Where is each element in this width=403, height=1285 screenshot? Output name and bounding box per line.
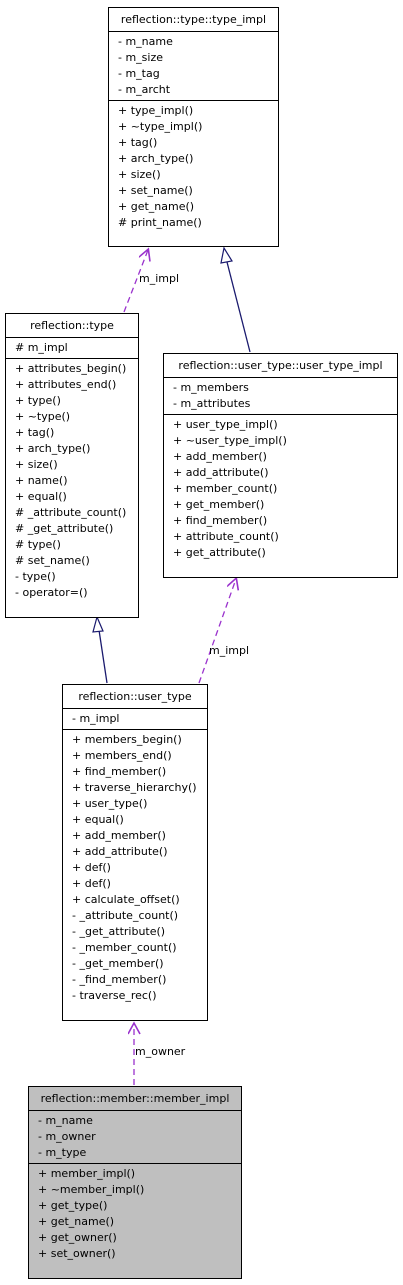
method-tag-2: + tag() — [118, 136, 158, 149]
class-member-impl[interactable]: reflection::member::member_impl- m_name-… — [28, 1086, 242, 1279]
method-tag-4: + tag() — [15, 426, 55, 439]
attribute-m-size-1: - m_size — [118, 51, 164, 64]
methods-section: + user_type_impl() + ~user_type_impl() + a… — [164, 414, 397, 563]
method-get-type-2: + get_type() — [38, 1199, 108, 1212]
attributes-section: # m_impl — [6, 338, 138, 358]
class-type[interactable]: reflection::type# m_impl+ attributes_beg… — [5, 313, 139, 618]
method-get-name-3: + get_name() — [38, 1215, 115, 1228]
method-set-name-12: # set_name() — [15, 554, 90, 567]
method-operator-14: - operator=() — [15, 586, 88, 599]
method-get-name-6: + get_name() — [118, 200, 195, 213]
method-members-begin-0: + members_begin() — [72, 733, 182, 746]
user-type-impl-association — [198, 579, 236, 684]
method-set-name-5: + set_name() — [118, 184, 193, 197]
method-get-owner-4: + get_owner() — [38, 1231, 117, 1244]
method-traverse-hierarchy-3: + traverse_hierarchy() — [72, 781, 197, 794]
class-name: reflection::type::type_impl — [109, 8, 278, 32]
user-type-impl-inheritance — [226, 261, 251, 353]
attribute-m-name-0: - m_name — [38, 1114, 93, 1127]
edge-label-type-impl: m_impl — [139, 272, 180, 285]
method-calculate-offset-10: + calculate_offset() — [72, 893, 180, 906]
attribute-m-members-0: - m_members — [173, 381, 249, 394]
attribute-m-owner-1: - m_owner — [38, 1130, 96, 1143]
methods-section: + member_impl() + ~member_impl() + get_typ… — [29, 1163, 241, 1264]
method-get-member-14: - _get_member() — [72, 957, 164, 970]
attribute-m-impl-0: - m_impl — [72, 712, 120, 725]
method-traverse-rec-16: - traverse_rec() — [72, 989, 157, 1002]
method-add-attribute-3: + add_attribute() — [173, 466, 269, 479]
attribute-m-name-0: - m_name — [118, 35, 173, 48]
user-type-inheritance-head — [92, 615, 104, 633]
method-size-6: + size() — [15, 458, 58, 471]
method-arch-type-3: + arch_type() — [118, 152, 194, 165]
attribute-m-archt-3: - m_archt — [118, 83, 171, 96]
methods-section: + type_impl() + ~type_impl() + tag() + arch… — [109, 100, 278, 233]
class-name: reflection::member::member_impl — [29, 1087, 241, 1111]
method-print-name-7: # print_name() — [118, 216, 202, 229]
method-member-impl-0: + member_impl() — [38, 1167, 136, 1180]
class-user-type[interactable]: reflection::user_type- m_impl+ members_b… — [62, 684, 208, 1021]
method-member-impl-1: + ~member_impl() — [38, 1183, 145, 1196]
method-get-attribute-8: + get_attribute() — [173, 546, 266, 559]
method-get-attribute-10: # _get_attribute() — [15, 522, 114, 535]
type-impl-association — [123, 250, 148, 313]
class-user-type-impl[interactable]: reflection::user_type::user_type_impl- m… — [163, 353, 398, 578]
method-member-count-4: + member_count() — [173, 482, 278, 495]
method-find-member-6: + find_member() — [173, 514, 268, 527]
method-find-member-15: - _find_member() — [72, 973, 167, 986]
method-user-type-4: + user_type() — [72, 797, 148, 810]
method-find-member-2: + find_member() — [72, 765, 167, 778]
method-add-attribute-7: + add_attribute() — [72, 845, 168, 858]
method-type-13: - type() — [15, 570, 56, 583]
method-type-impl-0: + type_impl() — [118, 104, 194, 117]
attributes-section: - m_members - m_attributes — [164, 378, 397, 414]
method-def-9: + def() — [72, 877, 111, 890]
method-name-7: + name() — [15, 474, 68, 487]
user-type-inheritance — [98, 629, 108, 684]
attributes-section: - m_name - m_owner - m_type — [29, 1111, 241, 1163]
class-type-impl[interactable]: reflection::type::type_impl- m_name- m_s… — [108, 7, 279, 247]
method-type-impl-1: + ~type_impl() — [118, 120, 203, 133]
method-attribute-count-11: - _attribute_count() — [72, 909, 179, 922]
method-attributes-end-1: + attributes_end() — [15, 378, 117, 391]
method-add-member-2: + add_member() — [173, 450, 267, 463]
methods-section: + members_begin() + members_end() + find_m… — [63, 729, 207, 1006]
method-get-member-5: + get_member() — [173, 498, 265, 511]
class-name: reflection::type — [6, 314, 138, 338]
attribute-m-impl-0: # m_impl — [15, 341, 68, 354]
method-equal-8: + equal() — [15, 490, 67, 503]
method-add-member-6: + add_member() — [72, 829, 166, 842]
method-attributes-begin-0: + attributes_begin() — [15, 362, 127, 375]
method-type-11: # type() — [15, 538, 61, 551]
method-member-count-13: - _member_count() — [72, 941, 177, 954]
methods-section: + attributes_begin() + attributes_end() + … — [6, 358, 138, 603]
method-equal-5: + equal() — [72, 813, 124, 826]
user-type-impl-inheritance-head — [220, 246, 233, 264]
method-size-4: + size() — [118, 168, 161, 181]
attributes-section: - m_impl — [63, 709, 207, 729]
attribute-m-tag-2: - m_tag — [118, 67, 160, 80]
method-type-3: + ~type() — [15, 410, 71, 423]
method-type-2: + type() — [15, 394, 61, 407]
method-user-type-impl-1: + ~user_type_impl() — [173, 434, 287, 447]
method-set-owner-5: + set_owner() — [38, 1247, 116, 1260]
method-attribute-count-9: # _attribute_count() — [15, 506, 127, 519]
attributes-section: - m_name - m_size - m_tag - m_archt — [109, 32, 278, 100]
class-name: reflection::user_type — [63, 685, 207, 709]
edge-label-owner: m_owner — [135, 1045, 186, 1058]
method-user-type-impl-0: + user_type_impl() — [173, 418, 278, 431]
method-get-attribute-12: - _get_attribute() — [72, 925, 166, 938]
attribute-m-type-2: - m_type — [38, 1146, 87, 1159]
method-arch-type-5: + arch_type() — [15, 442, 91, 455]
method-attribute-count-7: + attribute_count() — [173, 530, 279, 543]
method-members-end-1: + members_end() — [72, 749, 172, 762]
class-name: reflection::user_type::user_type_impl — [164, 354, 397, 378]
edge-label-user-type-impl: m_impl — [209, 644, 250, 657]
method-def-8: + def() — [72, 861, 111, 874]
attribute-m-attributes-1: - m_attributes — [173, 397, 251, 410]
